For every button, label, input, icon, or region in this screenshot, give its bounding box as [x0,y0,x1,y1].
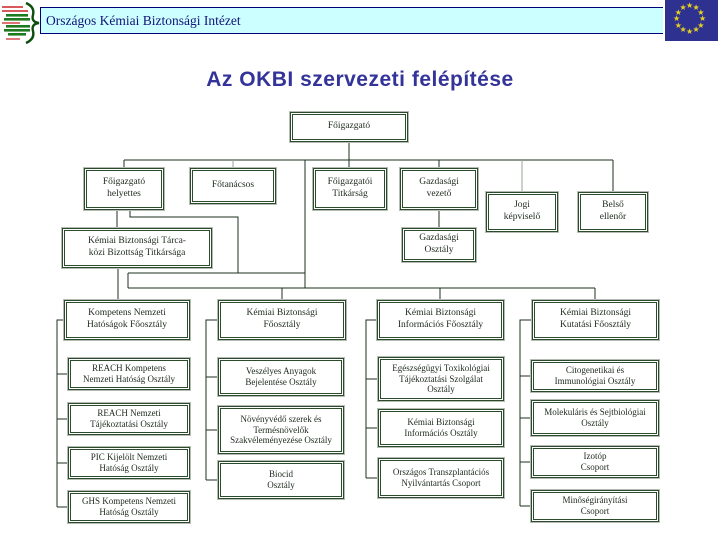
eu-star-icon: ★ [692,25,700,35]
eu-star-icon: ★ [673,14,681,23]
slide-title: Az OKBI szervezeti felépítése [206,68,514,91]
node-reach-national-information-dept: REACH Nemzeti Tájékoztatási Osztály [67,402,191,436]
node-biocide-dept: Biocid Osztály [217,460,345,500]
eu-star-icon: ★ [692,2,700,12]
eu-star-icon: ★ [686,1,694,10]
node-director: Főigazgató [289,111,409,143]
node-ghs-competent-authority-dept: GHS Kompetens Nemzeti Hatóság Osztály [67,490,191,524]
header-bar: Országos Kémiai Biztonsági Intézet [40,7,718,34]
node-interministerial-committee-secretariat: Kémiai Biztonsági Tárca- közi Bizottság … [61,227,213,269]
eu-flag-icon: ★★★★★★★★★★★★ [663,0,718,43]
node-deputy-director: Főigazgató helyettes [83,167,165,211]
node-pesticides-assessment-dept: Növényvédő szerek és Termésnövelők Szakv… [217,405,345,455]
node-dept-chemical-safety: Kémiai Biztonsági Főosztály [217,299,347,341]
node-reach-competent-authority-dept: REACH Kompetens Nemzeti Hatóság Osztály [67,357,191,391]
eu-star-icon: ★ [697,7,705,17]
eu-star-icon: ★ [674,20,682,30]
node-legal-representative: Jogi képviselő [485,191,559,233]
eu-star-icon: ★ [697,20,705,30]
node-chief-counselor: Főtanácsos [189,167,277,205]
institute-name: Országos Kémiai Biztonsági Intézet [46,12,241,28]
eu-star-icon: ★ [679,25,687,35]
node-dept-competent-national-authorities: Kompetens Nemzeti Hatóságok Főosztály [63,299,191,341]
node-director-secretariat: Főigazgatói Titkárság [312,167,388,211]
institute-logo-icon [2,1,40,45]
node-dept-chemical-safety-information: Kémiai Biztonsági Információs Főosztály [376,299,505,341]
node-health-toxicology-information-service-dept: Egészségügyi Toxikológiai Tájékoztatási … [377,356,505,402]
node-dangerous-substances-notification-dept: Veszélyes Anyagok Bejelentése Osztály [217,357,345,397]
eu-star-icon: ★ [679,2,687,12]
node-economic-department: Gazdasági Osztály [401,227,477,263]
eu-star-icon: ★ [674,7,682,17]
node-dept-chemical-safety-research: Kémiai Biztonsági Kutatási Főosztály [531,299,660,341]
node-pic-designated-authority-dept: PIC Kijelölt Nemzeti Hatóság Osztály [67,446,191,480]
node-economic-head: Gazdasági vezető [399,167,479,211]
node-quality-management-group: Minőségirányítási Csoport [530,489,660,523]
eu-star-icon: ★ [686,27,694,36]
node-national-transplantation-registry-group: Országos Transzplantációs Nyilvántartás … [377,457,505,499]
node-cytogenetics-immunology-dept: Citogenetikai és Immunológiai Osztály [530,359,660,393]
node-isotope-group: Izotóp Csoport [530,445,660,479]
node-chemical-safety-information-dept: Kémiai Biztonsági Információs Osztály [377,408,505,448]
eu-star-icon: ★ [699,14,707,23]
node-molecular-cell-biology-dept: Molekuláris és Sejtbiológiai Osztály [530,399,660,437]
node-internal-auditor: Belső ellenőr [577,191,649,233]
